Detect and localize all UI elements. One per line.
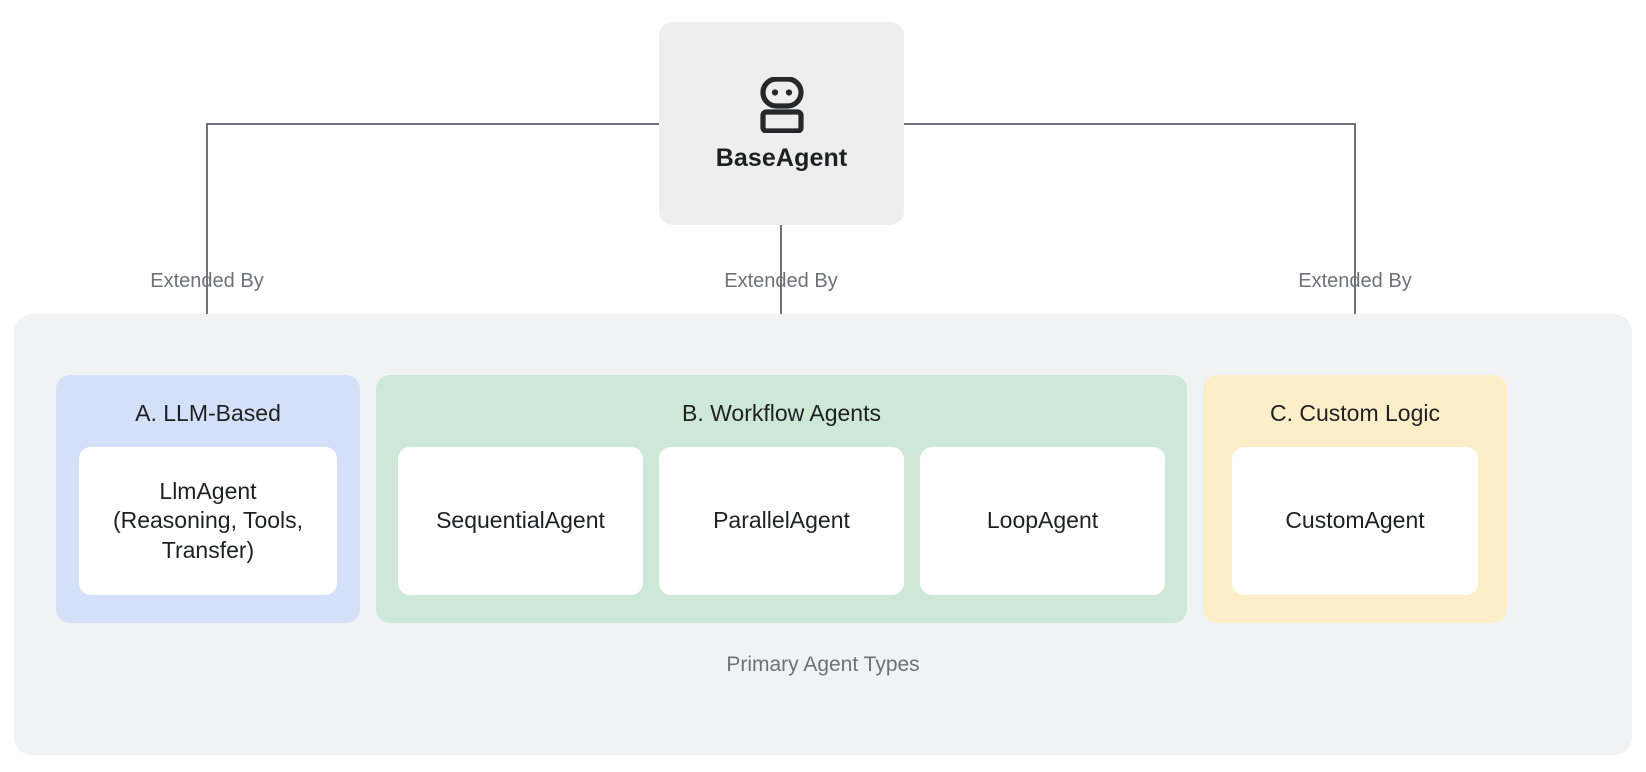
panel-custom-logic-cards: CustomAgent xyxy=(1232,447,1478,595)
node-loopagent[interactable]: LoopAgent xyxy=(920,447,1165,595)
node-llmagent[interactable]: LlmAgent(Reasoning, Tools,Transfer) xyxy=(79,447,337,595)
panel-llm-based-cards: LlmAgent(Reasoning, Tools,Transfer) xyxy=(79,447,337,595)
edge-label-llm: Extended By xyxy=(150,270,264,292)
panel-llm-based[interactable]: A. LLM-Based LlmAgent(Reasoning, Tools,T… xyxy=(56,375,360,623)
panel-workflow-agents-title: B. Workflow Agents xyxy=(682,400,881,426)
edge-label-custom: Extended By xyxy=(1298,270,1412,292)
node-baseagent-label: BaseAgent xyxy=(715,143,848,172)
panel-custom-logic-title: C. Custom Logic xyxy=(1269,400,1440,426)
node-sequentialagent[interactable]: SequentialAgent xyxy=(398,447,643,595)
node-parallelagent[interactable]: ParallelAgent xyxy=(659,447,904,595)
panel-custom-logic[interactable]: C. Custom Logic CustomAgent xyxy=(1203,375,1507,623)
panel-workflow-agents-cards: SequentialAgent ParallelAgent LoopAgent xyxy=(398,447,1165,595)
robot-icon xyxy=(759,76,804,133)
panel-workflow-agents[interactable]: B. Workflow Agents SequentialAgent Paral… xyxy=(376,375,1187,623)
node-baseagent[interactable]: BaseAgent xyxy=(659,22,904,225)
node-customagent[interactable]: CustomAgent xyxy=(1232,447,1478,595)
group-caption: Primary Agent Types xyxy=(726,653,920,676)
edge-label-workflow: Extended By xyxy=(724,270,838,292)
panel-llm-based-title: A. LLM-Based xyxy=(135,400,281,426)
